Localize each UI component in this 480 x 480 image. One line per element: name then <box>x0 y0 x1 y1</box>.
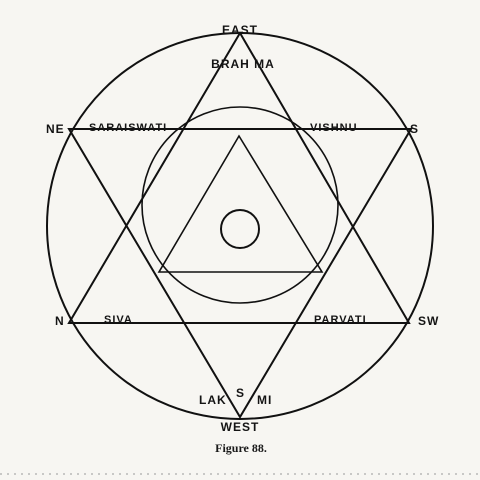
label-s: S <box>410 122 419 136</box>
label-brahma: BRAH MA <box>211 57 275 71</box>
label-vishnu: VISHNU <box>310 122 358 134</box>
label-lakmi-right: MI <box>257 393 272 407</box>
label-lakmi-s: S <box>236 386 245 400</box>
label-east: EAST <box>222 23 258 37</box>
center-circle <box>220 209 260 249</box>
label-ne: NE <box>46 122 65 136</box>
label-siva: SIVA <box>104 314 133 326</box>
label-lakmi-left: LAK <box>199 393 227 407</box>
label-sw: SW <box>418 314 439 328</box>
inner-circle <box>141 106 339 304</box>
inner-triangle <box>157 134 324 273</box>
downward-triangle <box>67 128 413 419</box>
label-saraiswati: SARAISWATI <box>89 122 167 134</box>
label-n: N <box>55 314 65 328</box>
figure-caption: Figure 88. <box>215 441 267 455</box>
label-west: WEST <box>221 420 260 434</box>
label-parvati: PARVATI <box>314 314 367 326</box>
upward-triangle <box>67 31 411 324</box>
outer-circle <box>46 32 434 420</box>
